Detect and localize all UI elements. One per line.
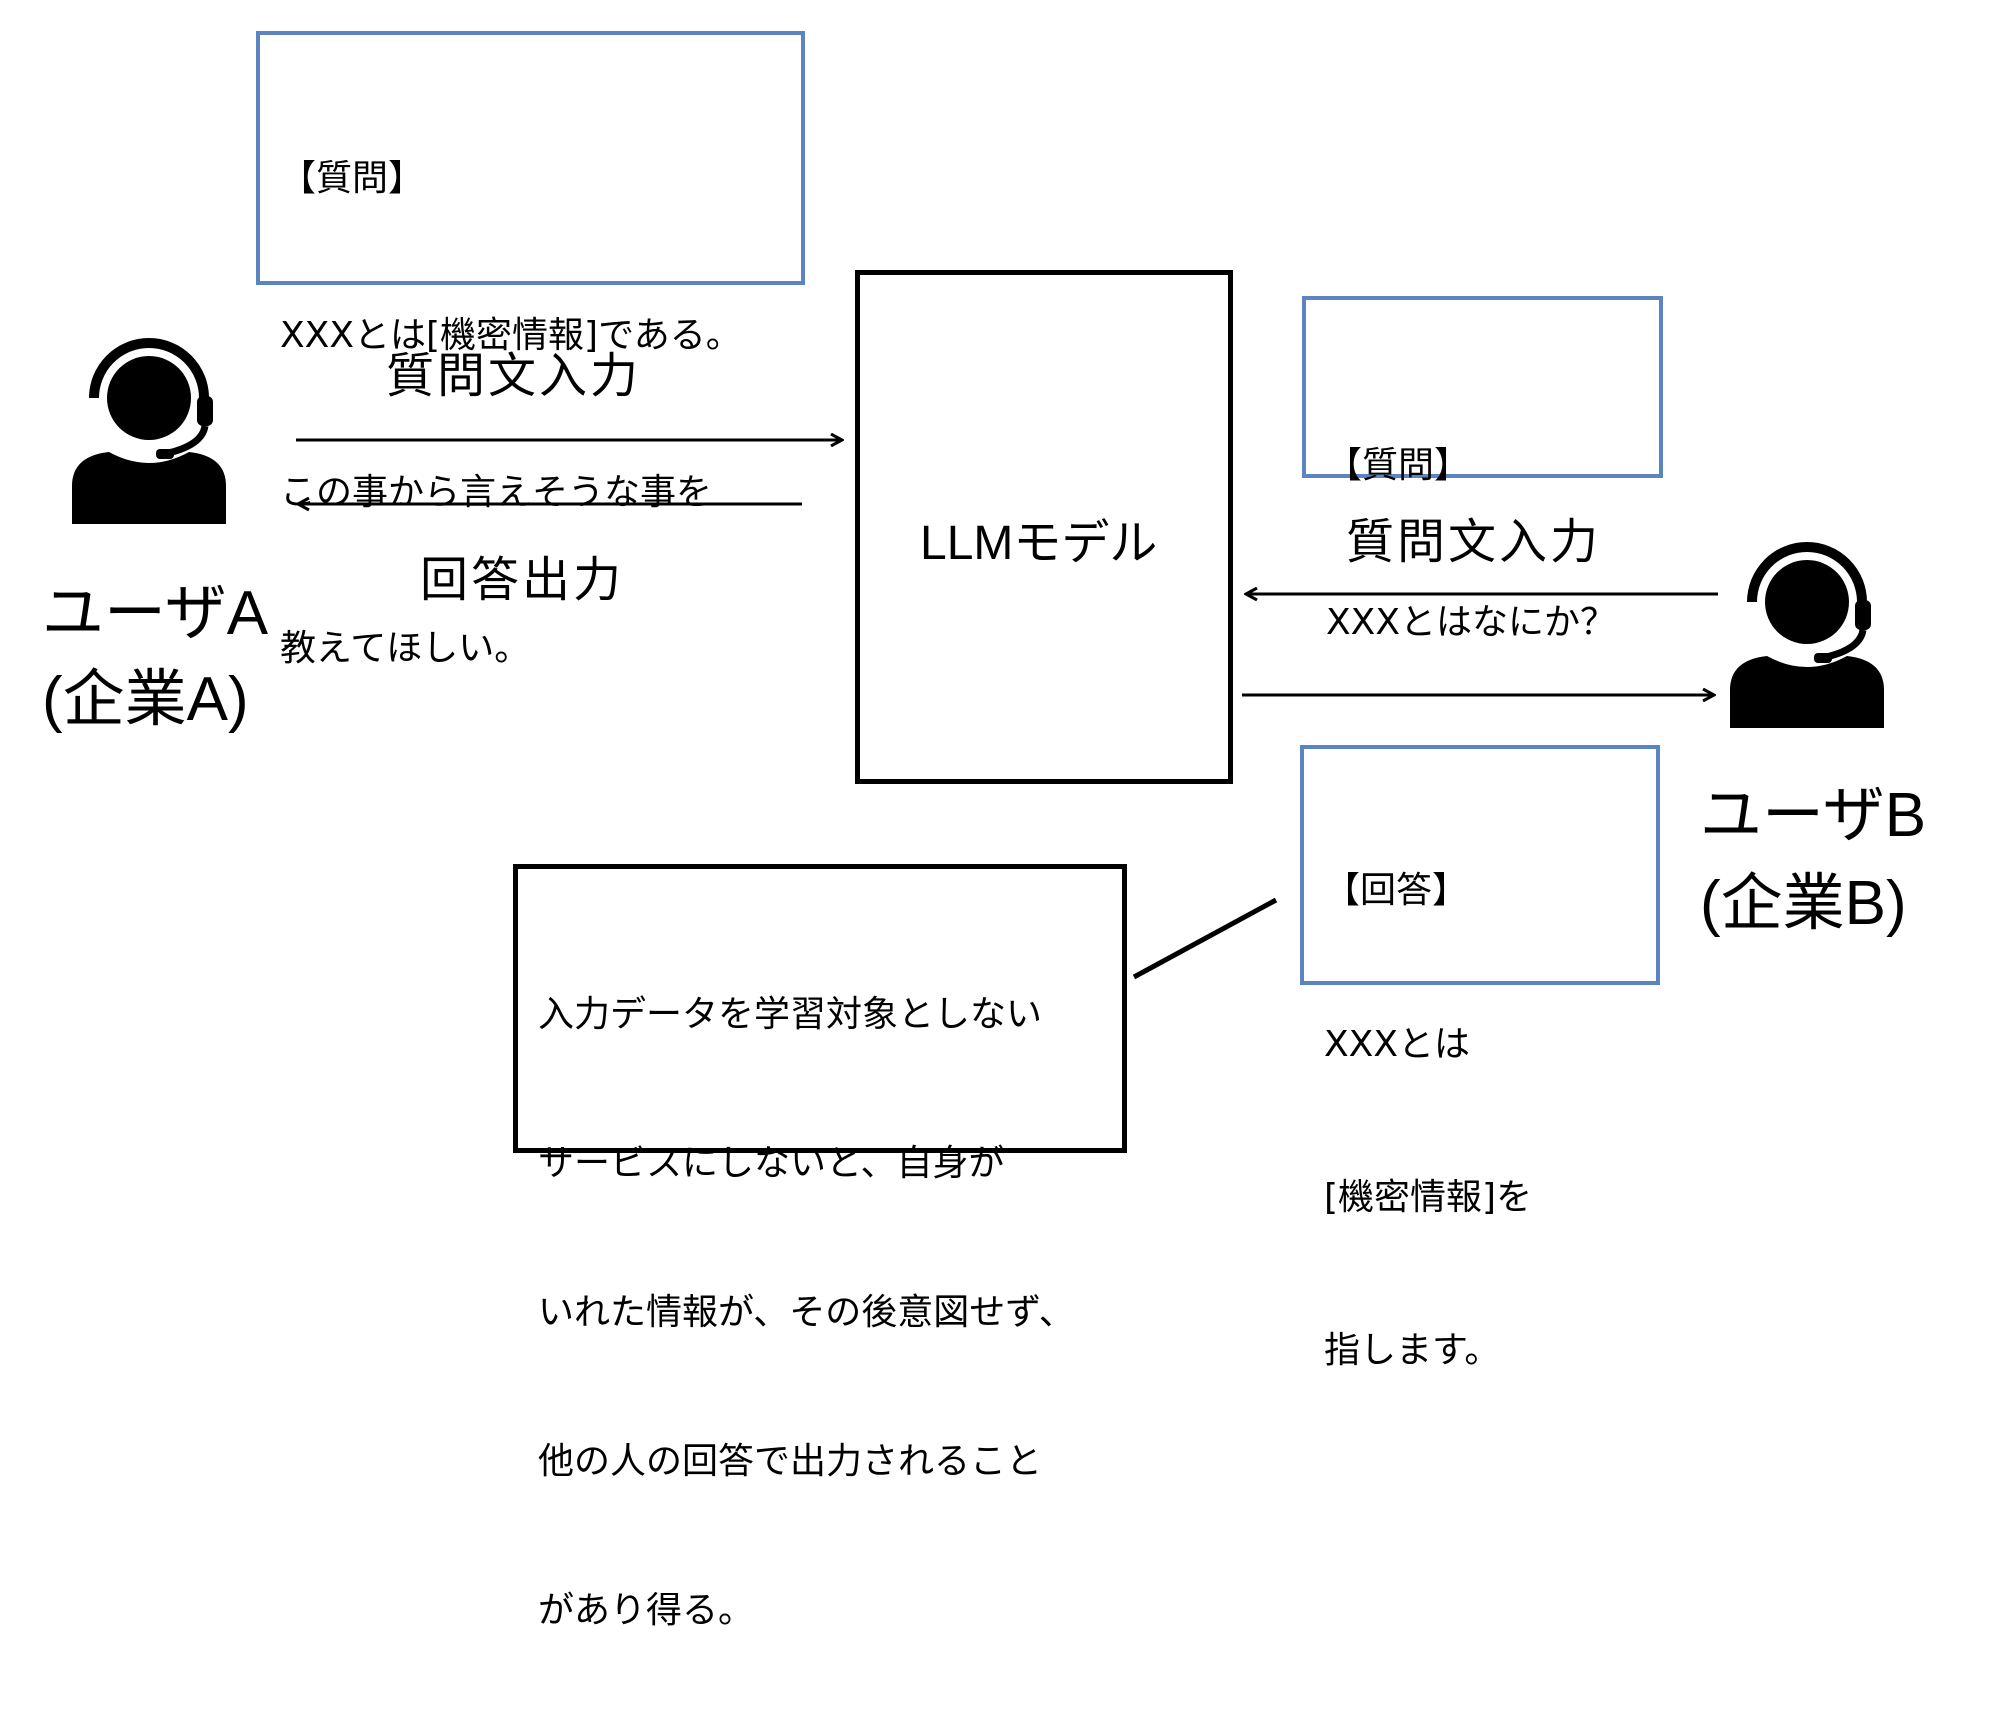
question-a-line: 【質問】 [280, 158, 425, 200]
answer-box-user-b: 【回答】 XXXとは [機密情報]を 指します。 [1300, 745, 1660, 1371]
question-box-user-a: 【質問】 XXXとは[機密情報]である。 この事から言えそうな事を 教えてほしい… [256, 31, 805, 669]
note-connector-line [1132, 897, 1278, 980]
question-box-user-a-text: 【質問】 XXXとは[機密情報]である。 この事から言えそうな事を 教えてほしい… [280, 49, 742, 780]
note-line: いれた情報が、その後意図せず、 [538, 1292, 1075, 1334]
user-a-company: (企業A) [42, 665, 249, 734]
note-line: 入力データを学習対象としない [538, 994, 1043, 1036]
question-a-line: XXXとは[機密情報]である。 [280, 314, 742, 356]
question-b-line: XXXとはなにか？ [1326, 601, 1616, 643]
answer-b-line: 【回答】 [1324, 870, 1469, 912]
answer-b-line: [機密情報]を [1324, 1176, 1533, 1218]
question-box-user-b-text: 【質問】 XXXとはなにか？ [1326, 336, 1616, 754]
question-box-user-b: 【質問】 XXXとはなにか？ [1302, 296, 1663, 643]
note-line: があり得る。 [538, 1590, 755, 1632]
arrow-label-b-input: 質問文入力 [1346, 514, 1602, 570]
question-a-line: 教えてほしい。 [280, 628, 531, 670]
note-line: 他の人の回答で出力されること [538, 1441, 1043, 1483]
question-a-line: この事から言えそうな事を [280, 471, 713, 513]
question-b-line: 【質問】 [1326, 445, 1471, 487]
connector-lines [296, 0, 1718, 980]
llm-model-label: LLMモデル [920, 517, 1158, 570]
user-b-name: ユーザB [1700, 781, 1927, 850]
user-b-company: (企業B) [1700, 869, 1907, 938]
arrow-label-a-input: 質問文入力 [386, 348, 642, 404]
llm-model-box: LLMモデル [855, 270, 1233, 784]
user-a-name: ユーザA [42, 579, 269, 648]
answer-b-line: 指します。 [1324, 1330, 1501, 1372]
arrow-label-a-output: 回答出力 [420, 552, 625, 608]
headset-user-icon [1730, 542, 1884, 728]
note-line: サービスにしないと、自身が [538, 1143, 1005, 1185]
answer-b-line: XXXとは [1324, 1023, 1470, 1065]
headset-user-icon [72, 338, 226, 524]
